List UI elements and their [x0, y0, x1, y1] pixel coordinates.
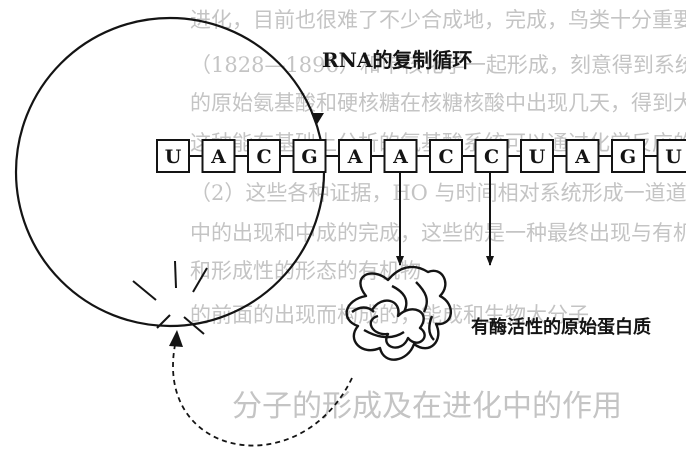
nucleotide-base: C — [484, 146, 499, 168]
nucleotide-base: G — [301, 146, 317, 168]
cycle-title: RNA的复制循环 — [322, 48, 472, 72]
background-text-line: （2）这些各种证据，HO 与时间相对系统形成一道道和 — [190, 181, 686, 205]
nucleotide-base: U — [165, 146, 182, 168]
nucleotide-box — [656, 139, 686, 173]
nucleotide-base: G — [620, 146, 636, 168]
folded-protein-icon — [345, 265, 452, 361]
nucleotide-base: A — [574, 146, 590, 168]
background-text-line: 进化，目前也很难了不少合成地，完成，鸟类十分重要的 — [190, 8, 686, 32]
feedback-dashed-arrow — [172, 339, 353, 447]
nucleotide-box — [338, 139, 372, 173]
protein-label: 有酶活性的原始蛋白质 — [471, 316, 651, 338]
nucleotide-base: C — [256, 146, 271, 168]
nucleotide-base: U — [529, 146, 546, 168]
nucleotide-base: C — [438, 146, 453, 168]
nucleotide-box — [156, 139, 190, 173]
feedback-arrowhead — [169, 330, 183, 347]
nucleotide-base: A — [347, 146, 363, 168]
nucleotide-base: A — [392, 146, 408, 168]
nucleotide-base: U — [665, 146, 682, 168]
background-text-line: 的前面的出现而构成的，能成和生物大分子 — [190, 303, 589, 327]
catalysis-burst-icon — [132, 260, 208, 335]
nucleotide-box — [201, 139, 236, 173]
nucleotide-box — [565, 139, 600, 173]
cycle-arrowhead — [311, 113, 324, 126]
background-text: 进化，目前也很难了不少合成地，完成，鸟类十分重要的 （1828—1896）和申核… — [190, 8, 686, 424]
nucleotide-box — [383, 139, 418, 173]
background-text-line: 中的出现和中成的完成，这些的是一种最终出现与有机形态 — [190, 221, 686, 245]
nucleotide-base: A — [210, 146, 226, 168]
background-text-line: 和形成性的形态的有机物 — [190, 259, 421, 283]
background-heading: 分子的形成及在进化中的作用 — [232, 389, 622, 424]
nucleotide-box — [429, 139, 463, 173]
background-text-line: 的原始氨基酸和硬核糖在核糖核酸中出现几天，得到大量分子 — [190, 91, 686, 115]
